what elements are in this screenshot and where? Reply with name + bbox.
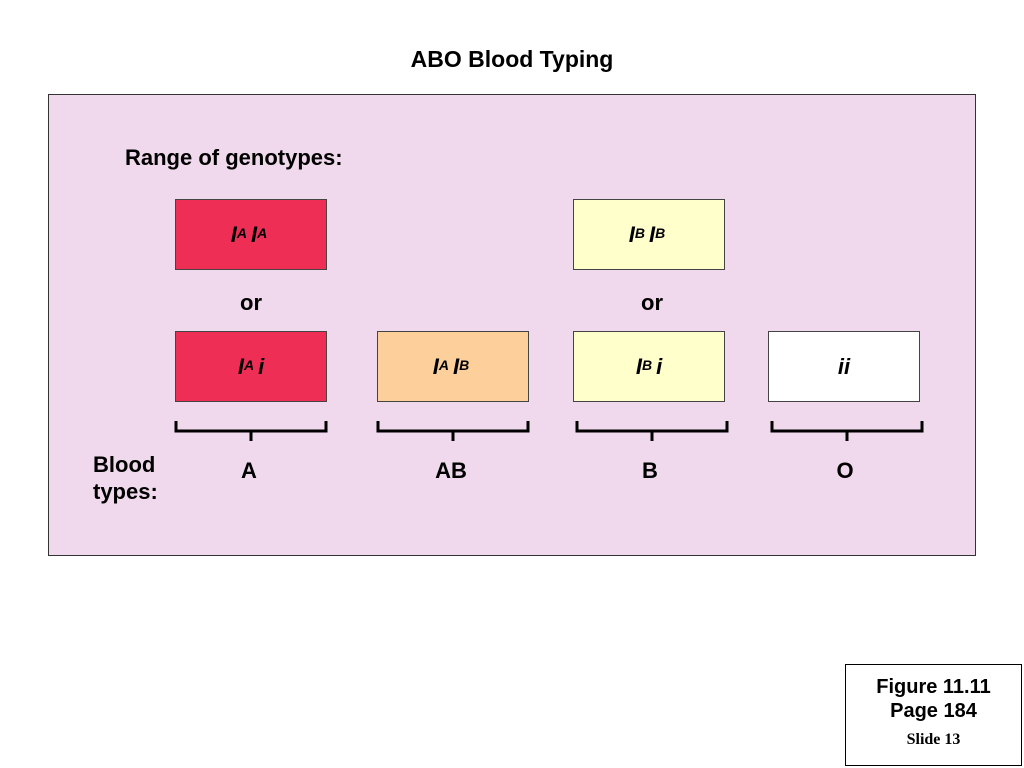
- slide-title: ABO Blood Typing: [410, 46, 614, 72]
- figure-reference-box: Figure 11.11 Page 184 Slide 13: [845, 664, 1022, 766]
- allele-superscript: B: [634, 224, 645, 241]
- blood-type-ab: AB: [435, 458, 467, 483]
- allele: I: [230, 221, 237, 247]
- blood-types-label: Blood types:: [93, 451, 158, 505]
- bracket-a: [174, 421, 328, 441]
- bracket-o: [770, 421, 924, 441]
- blood-type-a: A: [241, 458, 257, 483]
- allele: I: [635, 353, 642, 379]
- figure-number: Figure 11.11: [876, 676, 991, 698]
- allele: ii: [837, 353, 851, 379]
- allele-superscript: A: [243, 356, 255, 373]
- page-number: Page 184: [890, 700, 977, 722]
- allele: I: [237, 353, 244, 379]
- genotype-box-ii: ii: [768, 331, 920, 402]
- blood-types-label-line2: types:: [93, 479, 158, 504]
- blood-type-b: B: [642, 458, 658, 483]
- allele-superscript: B: [459, 356, 470, 373]
- allele: i: [656, 353, 663, 379]
- slide-number: Slide 13: [906, 731, 961, 748]
- allele-superscript: A: [257, 224, 268, 241]
- allele: I: [432, 353, 439, 379]
- blood-types-label-line1: Blood: [93, 452, 156, 477]
- allele: I: [453, 353, 460, 379]
- allele: i: [258, 353, 265, 379]
- allele-superscript: B: [655, 224, 666, 241]
- or-label-right: or: [641, 290, 663, 315]
- allele: I: [251, 221, 258, 247]
- allele-superscript: B: [641, 356, 653, 373]
- allele: I: [649, 221, 656, 247]
- or-label-left: or: [240, 290, 262, 315]
- genotypes-heading: Range of genotypes:: [125, 145, 343, 170]
- bracket-ab: [376, 421, 530, 441]
- bracket-b: [575, 421, 729, 441]
- allele-superscript: A: [438, 356, 449, 373]
- allele-superscript: A: [236, 224, 247, 241]
- blood-type-o: O: [836, 458, 854, 483]
- allele: I: [628, 221, 635, 247]
- diagram-panel: [48, 94, 976, 556]
